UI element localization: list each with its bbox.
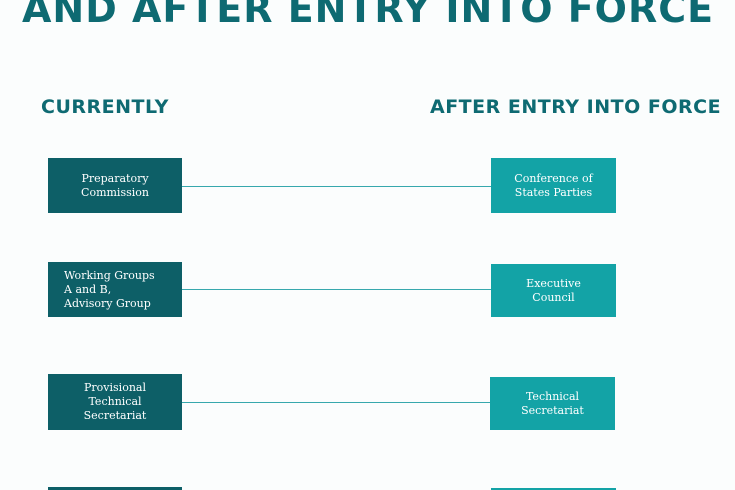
- column-heading-currently: CURRENTLY: [41, 96, 169, 118]
- after-box-partial: [491, 488, 616, 490]
- connector-line: [182, 186, 491, 187]
- after-box-technical-secretariat: Technical Secretariat: [490, 377, 615, 430]
- current-box-working-groups: Working Groups A and B, Advisory Group: [48, 262, 182, 317]
- current-box-label: Provisional Technical Secretariat: [83, 381, 147, 422]
- page-title: AND AFTER ENTRY INTO FORCE: [22, 0, 715, 31]
- current-box-partial: [48, 487, 182, 490]
- after-box-label: Conference of States Parties: [514, 171, 593, 199]
- current-box-preparatory-commission: Preparatory Commission: [48, 158, 182, 213]
- connector-line: [182, 402, 490, 403]
- connector-line: [182, 289, 491, 290]
- after-box-conference-of-states-parties: Conference of States Parties: [491, 158, 616, 213]
- current-box-label: Working Groups A and B, Advisory Group: [64, 268, 155, 310]
- current-box-provisional-technical-secretariat: Provisional Technical Secretariat: [48, 374, 182, 430]
- column-heading-after-entry: AFTER ENTRY INTO FORCE: [430, 96, 722, 118]
- after-box-label: Executive Council: [526, 276, 581, 304]
- after-box-executive-council: Executive Council: [491, 264, 616, 317]
- after-box-label: Technical Secretariat: [521, 389, 584, 417]
- current-box-label: Preparatory Commission: [81, 171, 149, 199]
